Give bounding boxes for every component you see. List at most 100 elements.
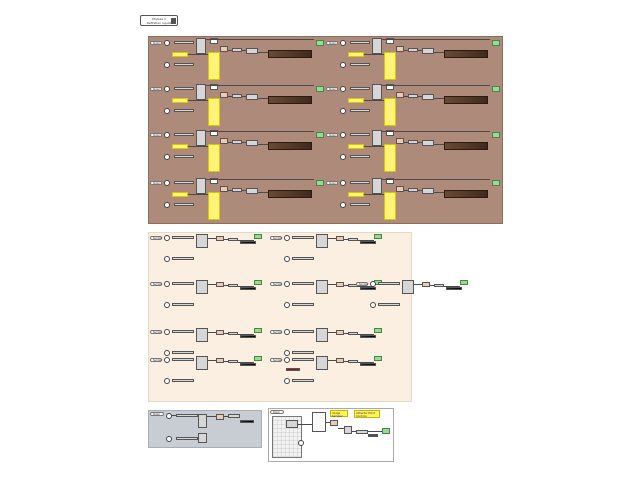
cream-r1c0-component-c[interactable]	[228, 284, 238, 287]
definition-note[interactable]: Module 1 Definition Inputs	[140, 15, 178, 26]
cream-r0c0-slider-2[interactable]	[172, 257, 194, 260]
cream-r1c2-slider[interactable]	[378, 282, 400, 285]
brown-c1r2-slider[interactable]	[350, 133, 370, 136]
brown-c1r2-yellow-list[interactable]	[384, 144, 396, 172]
cream-r2c0-slider[interactable]	[172, 330, 194, 333]
brown-c0r0-knob-2[interactable]	[164, 62, 170, 68]
cream-r1c0-component-a[interactable]	[196, 280, 208, 294]
brown-c1r1-yellow-panel[interactable]	[348, 98, 364, 103]
grey-component-4[interactable]	[198, 433, 207, 443]
brown-c0r1-component-c[interactable]	[220, 92, 228, 98]
cream-r3c1-component-c[interactable]	[348, 360, 358, 363]
cream-r1c2-knob[interactable]	[370, 281, 376, 287]
cream-r0c1-input-pill[interactable]: Number	[270, 236, 283, 240]
brown-c0r0-knob[interactable]	[164, 40, 170, 46]
cream-r0c0-output[interactable]	[254, 234, 262, 239]
brown-c1r3-slider[interactable]	[350, 181, 370, 184]
brown-c1r3-component-e[interactable]	[422, 188, 434, 194]
cream-r3c0-knob[interactable]	[164, 357, 170, 363]
cream-r1c2-slider-2[interactable]	[378, 303, 400, 306]
brown-c0r0-component-c[interactable]	[220, 46, 228, 52]
brown-c0r1-slider[interactable]	[174, 87, 194, 90]
grey-slider-1[interactable]	[176, 414, 198, 417]
brown-c0r3-component-c[interactable]	[220, 186, 228, 192]
cream-r1c1-component-a[interactable]	[316, 280, 328, 294]
cream-r0c0-component-a[interactable]	[196, 234, 208, 248]
cream-r1c2-input-pill[interactable]: Number	[356, 282, 369, 286]
brown-c1r2-slider-2[interactable]	[350, 155, 370, 158]
brown-c1r3-input-pill[interactable]: Slider	[326, 181, 338, 185]
cream-r3c1-slider[interactable]	[292, 358, 314, 361]
brown-c1r1-component-c[interactable]	[396, 92, 404, 98]
grey-component-3[interactable]	[228, 414, 240, 418]
cream-r0c1-knob[interactable]	[284, 235, 290, 241]
cream-r1c0-slider[interactable]	[172, 282, 194, 285]
cream-r3c0-component-b[interactable]	[216, 358, 224, 363]
cream-r1c0-component-b[interactable]	[216, 282, 224, 287]
brown-c1r3-knob[interactable]	[340, 180, 346, 186]
brown-c0r1-component-d[interactable]	[232, 94, 242, 98]
brown-c0r1-component-b[interactable]	[210, 84, 218, 90]
cream-r1c0-knob-2[interactable]	[164, 302, 170, 308]
brown-c0r1-slider-2[interactable]	[174, 109, 194, 112]
brown-c1r0-component-b[interactable]	[386, 38, 394, 44]
brown-c1r1-component-e[interactable]	[422, 94, 434, 100]
brown-c0r2-knob-2[interactable]	[164, 154, 170, 160]
brown-c1r0-yellow-panel[interactable]	[348, 52, 364, 57]
brown-c0r0-component-e[interactable]	[246, 48, 258, 54]
brown-c0r3-component-e[interactable]	[246, 188, 258, 194]
cream-r3c0-knob-2[interactable]	[164, 378, 170, 384]
cream-r0c1-knob-2[interactable]	[284, 256, 290, 262]
brown-c1r3-slider-2[interactable]	[350, 203, 370, 206]
brown-c1r0-input-pill[interactable]: Slider	[326, 41, 338, 45]
brown-c1r2-input-pill[interactable]: Slider	[326, 133, 338, 137]
brown-c1r3-yellow-panel[interactable]	[348, 192, 364, 197]
grey-component-1[interactable]	[198, 414, 207, 428]
brown-c0r0-slider-2[interactable]	[174, 63, 194, 66]
cream-r2c0-knob-2[interactable]	[164, 350, 170, 356]
cream-r2c1-slider[interactable]	[292, 330, 314, 333]
cream-r3c1-output[interactable]	[374, 356, 382, 361]
cream-r2c0-input-pill[interactable]: Number	[150, 330, 163, 334]
brown-c0r2-input-pill[interactable]: Slider	[150, 133, 162, 137]
white-component-3[interactable]	[330, 420, 338, 426]
brown-c1r0-output[interactable]	[492, 40, 500, 46]
cream-r1c1-input-pill[interactable]: Number	[270, 282, 283, 286]
grey-input-pill[interactable]: Slider	[150, 412, 164, 416]
brown-c0r3-component-b[interactable]	[210, 178, 218, 184]
brown-c0r1-knob[interactable]	[164, 86, 170, 92]
cream-r2c1-slider-2[interactable]	[292, 351, 314, 354]
brown-c1r3-component-a[interactable]	[372, 178, 382, 194]
cream-r3c1-knob-2[interactable]	[284, 378, 290, 384]
cream-r0c0-input-pill[interactable]: Number	[150, 236, 163, 240]
brown-c1r2-component-e[interactable]	[422, 140, 434, 146]
brown-c0r2-component-b[interactable]	[210, 130, 218, 136]
brown-c1r0-knob[interactable]	[340, 40, 346, 46]
brown-c0r2-component-a[interactable]	[196, 130, 206, 146]
brown-c0r3-component-d[interactable]	[232, 188, 242, 192]
cream-r1c1-knob-2[interactable]	[284, 302, 290, 308]
grey-slider-2[interactable]	[176, 437, 198, 440]
cream-r2c0-output[interactable]	[254, 328, 262, 333]
callout-attractor-controls[interactable]: Attractor Point Controls	[354, 410, 380, 418]
cream-r2c0-component-c[interactable]	[228, 332, 238, 335]
brown-c1r1-slider[interactable]	[350, 87, 370, 90]
cream-r2c1-component-c[interactable]	[348, 332, 358, 335]
brown-c0r0-component-a[interactable]	[196, 38, 206, 54]
brown-c1r0-component-d[interactable]	[408, 48, 418, 52]
brown-c0r0-yellow-panel[interactable]	[172, 52, 188, 57]
brown-c1r0-knob-2[interactable]	[340, 62, 346, 68]
cream-r1c0-slider-2[interactable]	[172, 303, 194, 306]
brown-c0r0-slider[interactable]	[174, 41, 194, 44]
cream-r3c1-component-a[interactable]	[316, 356, 328, 370]
brown-c0r3-input-pill[interactable]: Slider	[150, 181, 162, 185]
brown-c0r0-component-d[interactable]	[232, 48, 242, 52]
cream-r0c1-output[interactable]	[374, 234, 382, 239]
brown-c1r2-component-a[interactable]	[372, 130, 382, 146]
cream-r0c0-knob-2[interactable]	[164, 256, 170, 262]
cream-r2c1-component-b[interactable]	[336, 330, 344, 335]
brown-c0r3-yellow-list[interactable]	[208, 192, 220, 220]
brown-c1r0-component-a[interactable]	[372, 38, 382, 54]
white-component-4[interactable]	[344, 426, 352, 434]
brown-c0r3-yellow-panel[interactable]	[172, 192, 188, 197]
